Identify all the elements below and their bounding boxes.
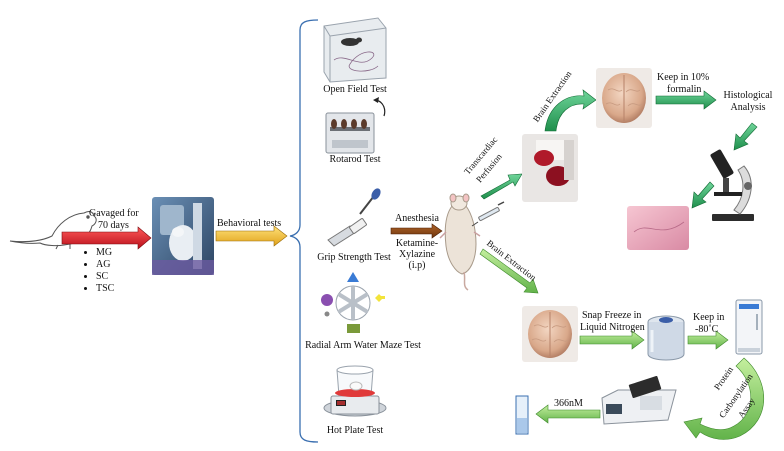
hot-plate-icon bbox=[323, 365, 387, 417]
gavage-duration: 70 days bbox=[98, 220, 129, 231]
keep-freezer-label-1: Keep in bbox=[693, 312, 725, 323]
microscope-icon bbox=[710, 149, 754, 221]
freezer-icon bbox=[735, 299, 763, 355]
radial-maze-label: Radial Arm Water Maze Test bbox=[305, 340, 421, 351]
snap-freeze-arrow bbox=[579, 330, 645, 350]
hot-plate-label: Hot Plate Test bbox=[326, 425, 384, 436]
gavage-arrow bbox=[61, 226, 152, 250]
rotarod-label: Rotarod Test bbox=[329, 154, 381, 165]
wavelength-label: 366nM bbox=[554, 398, 583, 409]
brain-extraction-arrow-lower bbox=[479, 248, 539, 294]
histological-label-1: Histological bbox=[723, 90, 773, 101]
rat-icon bbox=[439, 193, 481, 291]
syringe-icon bbox=[471, 201, 505, 227]
gavage-label: Gavaged for bbox=[89, 208, 139, 219]
spectrophotometer-icon bbox=[601, 375, 677, 425]
formalin-arrow bbox=[655, 90, 717, 110]
group-item: TSC bbox=[96, 283, 114, 295]
radial-maze-icon bbox=[321, 272, 385, 333]
histological-label-2: Analysis bbox=[730, 102, 766, 113]
perfusion-photo bbox=[522, 134, 578, 202]
brain-photo-lower bbox=[522, 306, 578, 362]
histology-arrow bbox=[733, 122, 758, 151]
anesthesia-arrow bbox=[390, 223, 443, 239]
slide-arrow bbox=[691, 181, 715, 209]
cuvette-arrow bbox=[535, 404, 601, 424]
perfusion-arrow bbox=[480, 173, 523, 200]
group-item: MG bbox=[96, 247, 114, 259]
rotarod-icon bbox=[325, 97, 386, 154]
histology-slide bbox=[627, 206, 689, 250]
keep-formalin-label-2: formalin bbox=[667, 84, 702, 95]
snap-freeze-label-1: Snap Freeze in bbox=[582, 310, 642, 321]
grip-strength-icon bbox=[327, 188, 381, 247]
assay-arrow bbox=[683, 357, 764, 440]
open-field-label: Open Field Test bbox=[323, 84, 387, 95]
liquid-nitrogen-dewar bbox=[647, 315, 685, 361]
anesthesia-agent-2: Xylazine bbox=[398, 249, 436, 260]
behavioral-tests-label: Behavioral tests bbox=[217, 218, 282, 229]
grip-strength-label: Grip Strength Test bbox=[317, 252, 391, 263]
brain-photo-top bbox=[596, 68, 652, 128]
cuvette-icon bbox=[515, 395, 529, 435]
treatment-groups: MG AG SC TSC bbox=[84, 247, 114, 295]
behavioral-arrow bbox=[215, 225, 288, 247]
anesthesia-route: (i.p) bbox=[408, 260, 426, 271]
tests-bracket bbox=[289, 19, 319, 443]
keep-formalin-label-1: Keep in 10% bbox=[657, 72, 710, 83]
snap-freeze-label-2: Liquid Nitrogen bbox=[580, 322, 645, 333]
gavage-photo bbox=[152, 197, 214, 275]
anesthesia-label: Anesthesia bbox=[395, 213, 439, 224]
mouse-icon bbox=[9, 211, 97, 250]
anesthesia-agent-1: Ketamine- bbox=[395, 238, 439, 249]
open-field-icon bbox=[323, 17, 387, 83]
freezer-arrow bbox=[687, 330, 729, 350]
keep-freezer-label-2: -80˚C bbox=[695, 324, 719, 335]
group-item: SC bbox=[96, 271, 114, 283]
group-item: AG bbox=[96, 259, 114, 271]
